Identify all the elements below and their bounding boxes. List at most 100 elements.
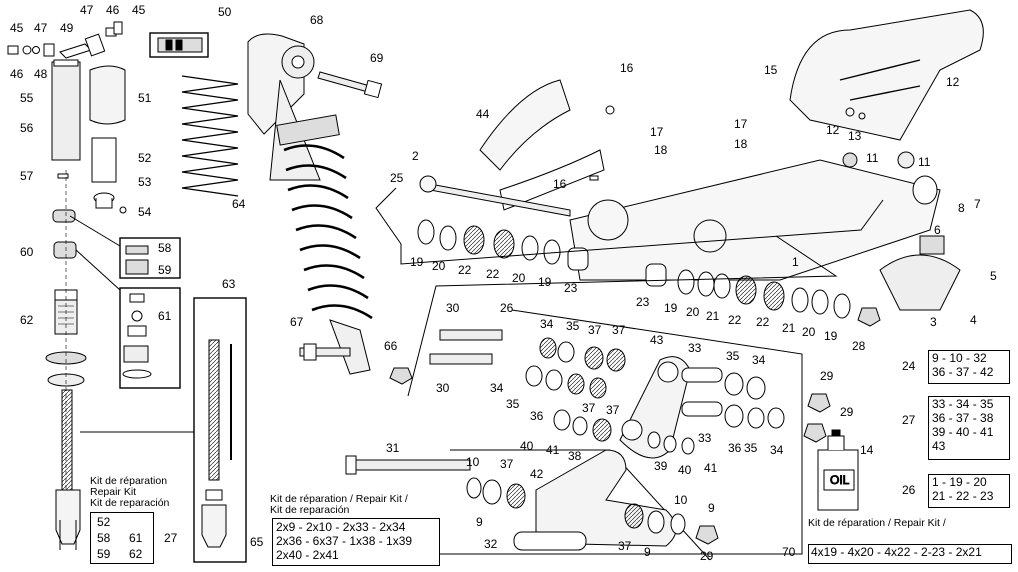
oil-bottle-14: OIL	[817, 429, 859, 511]
callout-41: 41	[546, 443, 560, 457]
callout-34: 34	[770, 443, 784, 457]
swingarm	[419, 159, 961, 327]
kit24-cap: Kit de réparation / Repair Kit /	[808, 517, 946, 529]
box25-line1: 1 - 19 - 20	[932, 475, 987, 489]
callout-47: 47	[34, 21, 48, 35]
callout-15: 15	[764, 63, 778, 77]
callout-25: 25	[390, 171, 404, 185]
k65-r1c1: 52	[97, 515, 111, 529]
callout-27: 27	[164, 531, 178, 545]
callout-45: 45	[132, 3, 146, 17]
callout-1: 1	[792, 255, 799, 269]
callout-12: 12	[826, 123, 840, 137]
callout-12: 12	[946, 75, 960, 89]
callout-20: 20	[802, 325, 816, 339]
callout-49: 49	[60, 21, 74, 35]
callout-45: 45	[10, 21, 24, 35]
kit-en: Repair Kit	[90, 486, 137, 498]
inset-boxes-left	[69, 215, 181, 389]
callout-29: 29	[820, 369, 834, 383]
callout-26: 26	[500, 301, 514, 315]
callout-27: 27	[902, 413, 916, 427]
k65-r2c1: 58	[97, 531, 111, 545]
callout-10: 10	[674, 493, 688, 507]
callout-42: 42	[530, 467, 544, 481]
callout-53: 53	[138, 175, 152, 189]
callout-51: 51	[138, 91, 152, 105]
callout-35: 35	[506, 397, 520, 411]
callout-35: 35	[744, 441, 758, 455]
callout-34: 34	[490, 381, 504, 395]
callout-22: 22	[728, 313, 742, 327]
callout-68: 68	[310, 13, 324, 27]
kit70-line3: 2x40 - 2x41	[276, 548, 339, 562]
kit-fr: Kit de réparation	[90, 475, 168, 487]
kit-es: Kit de reparación	[90, 497, 170, 509]
box26-line1: 33 - 34 - 35	[932, 397, 994, 411]
kit70-cap1: Kit de réparation / Repair Kit /	[270, 493, 408, 505]
callout-29: 29	[840, 405, 854, 419]
callout-61: 61	[158, 309, 172, 323]
callout-67: 67	[290, 315, 304, 329]
callout-23: 23	[636, 295, 650, 309]
callout-36: 36	[530, 409, 544, 423]
callout-11: 11	[918, 155, 931, 169]
callout-62: 62	[20, 313, 34, 327]
reservoir-assembly	[7, 21, 127, 550]
callout-7: 7	[974, 197, 981, 211]
kit-box-26: 33 - 34 - 35 36 - 37 - 38 39 - 40 - 41 4…	[928, 396, 1010, 460]
callout-55: 55	[20, 91, 34, 105]
kit-box-25: 1 - 19 - 20 21 - 22 - 23	[928, 474, 1010, 508]
callout-60: 60	[20, 245, 34, 259]
callout-4: 4	[970, 313, 977, 327]
callout-21: 21	[782, 321, 796, 335]
inset-parts	[122, 245, 152, 379]
callout-18: 18	[654, 143, 668, 157]
kit-box-70: 2x9 - 2x10 - 2x33 - 2x34 2x36 - 6x37 - 1…	[272, 518, 440, 566]
chain-guard-15	[789, 9, 984, 169]
callout-30: 30	[446, 301, 460, 315]
inset-50	[149, 32, 209, 58]
callout-34: 34	[540, 317, 554, 331]
box25-line2: 21 - 22 - 23	[932, 489, 994, 503]
callout-9: 9	[644, 545, 651, 559]
kit24-line1: 4x19 - 4x20 - 4x22 - 2-23 - 2x21	[811, 545, 982, 559]
inset-63	[80, 297, 247, 563]
callout-32: 32	[484, 537, 498, 551]
callout-9: 9	[476, 515, 483, 529]
box26-line2: 36 - 37 - 38	[932, 411, 994, 425]
callout-37: 37	[588, 323, 602, 337]
callout-64: 64	[232, 197, 246, 211]
linkage-parts	[345, 329, 831, 551]
callout-66: 66	[384, 339, 398, 353]
callout-19: 19	[538, 275, 552, 289]
k65-r3c2: 62	[129, 547, 143, 561]
callout-35: 35	[726, 349, 740, 363]
callout-46: 46	[106, 3, 120, 17]
callout-33: 33	[698, 431, 712, 445]
box27-line2: 36 - 37 - 42	[932, 365, 994, 379]
kit-box-27: 9 - 10 - 32 36 - 37 - 42	[928, 350, 1010, 384]
box26-line4: 43	[932, 439, 946, 453]
callout-59: 59	[158, 263, 172, 277]
callout-37: 37	[582, 401, 596, 415]
box26-line3: 39 - 40 - 41	[932, 425, 994, 439]
bearings-row-1	[417, 219, 851, 319]
callout-20: 20	[512, 271, 526, 285]
callout-30: 30	[436, 381, 450, 395]
callout-36: 36	[728, 441, 742, 455]
chain-guide-44	[479, 79, 615, 211]
callout-16: 16	[620, 61, 634, 75]
callout-22: 22	[458, 263, 472, 277]
callout-37: 37	[612, 323, 626, 337]
callout-3: 3	[930, 315, 937, 329]
callout-31: 31	[386, 441, 400, 455]
callout-44: 44	[476, 107, 490, 121]
callout-9: 9	[708, 501, 715, 515]
callout-21: 21	[706, 309, 720, 323]
box27-line1: 9 - 10 - 32	[932, 351, 987, 365]
callout-56: 56	[20, 121, 34, 135]
callout-54: 54	[138, 205, 152, 219]
